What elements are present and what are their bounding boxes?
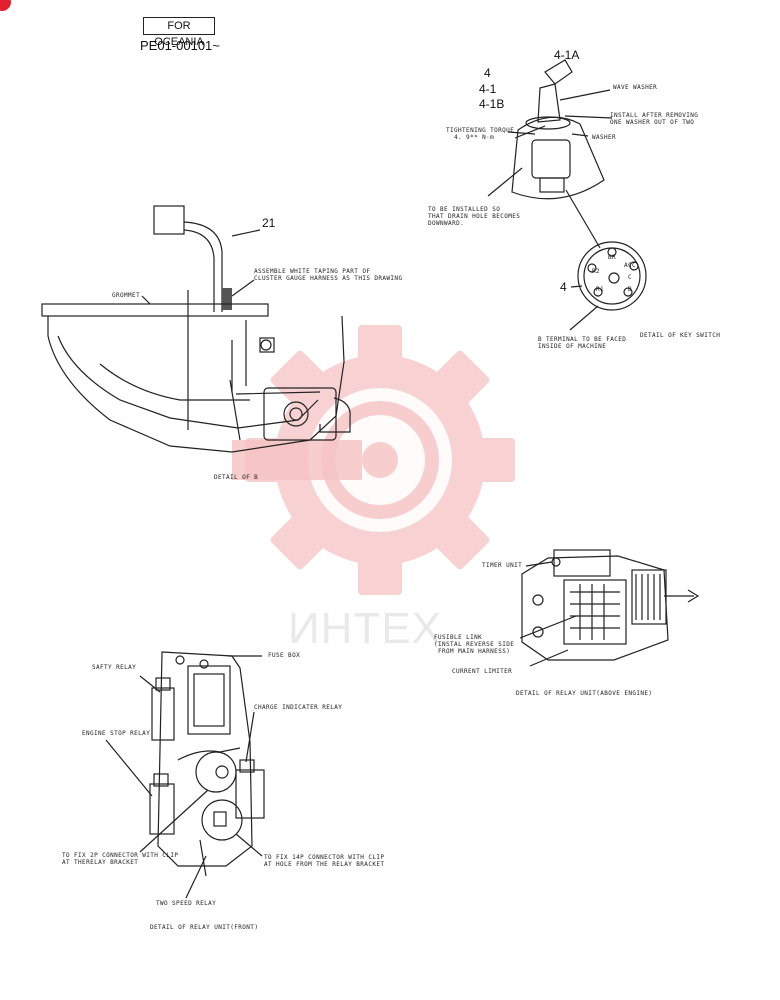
washer-label: WASHER [592, 134, 617, 141]
key-part-label: 4-1A [554, 48, 580, 62]
part-number-4-1: 4-1 [479, 82, 497, 96]
relay-front-drawing [105, 651, 265, 899]
torque-label: TIGHTENING TORQUE 4. 9** N·m [446, 127, 515, 141]
detail-b-drawing [41, 205, 351, 453]
region-label: FOR OCEANIA [143, 17, 215, 48]
terminal-b: B [628, 286, 633, 293]
relay-above-caption: DETAIL OF RELAY UNIT(ABOVE ENGINE) [516, 690, 653, 697]
wave-washer-label: WAVE WASHER [613, 84, 658, 91]
part-number-4-1b: 4-1B [479, 97, 505, 111]
fuse-box-label: FUSE BOX [268, 652, 301, 659]
watermark-text: ИНТЕХ [288, 604, 442, 653]
key-switch-drawing [487, 59, 647, 331]
drain-note: TO BE INSTALLED SO THAT DRAIN HOLE BECOM… [428, 206, 521, 227]
two-speed-relay-label: TWO SPEED RELAY [156, 900, 217, 907]
current-limiter-label: CURRENT LIMITER [452, 668, 513, 675]
terminal-r1: R1 [596, 286, 605, 293]
detail-b-caption: DETAIL OF B [214, 474, 259, 481]
grommet-label: GROMMET [112, 292, 141, 299]
key-switch-caption: DETAIL OF KEY SWITCH [640, 332, 721, 339]
connector-left-note: TO FIX 2P CONNECTOR WITH CLIP AT THERELA… [62, 852, 179, 866]
b-terminal-note: B TERMINAL TO BE FACED INSIDE OF MACHINE [538, 336, 627, 350]
charge-relay-label: CHARGE INDICATER RELAY [254, 704, 343, 711]
serial-number: PE01-00101~ [140, 38, 220, 53]
corner-marker [0, 0, 11, 11]
terminal-br: BR [608, 254, 617, 261]
install-note: INSTALL AFTER REMOVING ONE WASHER OUT OF… [610, 112, 699, 126]
safety-relay-label: SAFTY RELAY [92, 664, 137, 671]
timer-unit-label: TIMER UNIT [482, 562, 523, 569]
part-number-21: 21 [262, 216, 276, 230]
connector-right-note: TO FIX 14P CONNECTOR WITH CLIP AT HOLE F… [264, 854, 385, 868]
terminal-r2: R2 [592, 268, 601, 275]
engine-stop-relay-label: ENGINE STOP RELAY [82, 730, 151, 737]
fusible-link-label: FUSIBLE LINK (INSTAL REVERSE SIDE FROM M… [434, 634, 515, 655]
relay-front-caption: DETAIL OF RELAY UNIT(FRONT) [150, 924, 259, 931]
terminal-c: C [628, 274, 633, 281]
terminal-acc: ACC [624, 262, 637, 269]
part-number-4: 4 [484, 66, 491, 80]
part-number-4-face: 4 [560, 280, 567, 294]
relay-above-drawing [519, 549, 700, 667]
assemble-note: ASSEMBLE WHITE TAPING PART OF CLUSTER GA… [254, 268, 403, 282]
